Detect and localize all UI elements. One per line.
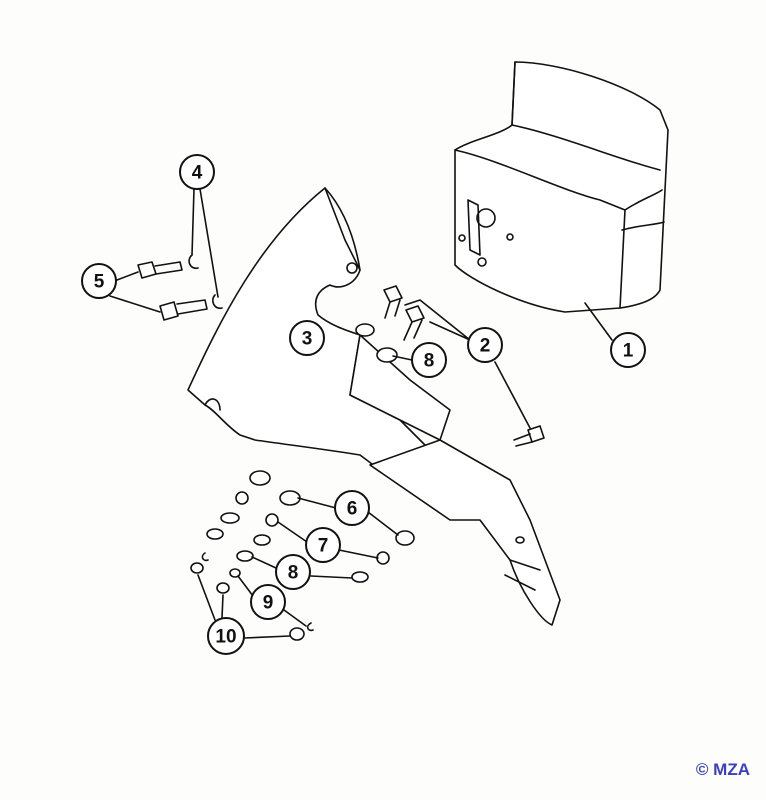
svg-text:9: 9 bbox=[263, 593, 274, 614]
callout-2: 2 bbox=[467, 327, 503, 363]
copyright-notice: © MZA bbox=[695, 760, 750, 779]
callout-5: 5 bbox=[81, 263, 117, 299]
callout-4: 4 bbox=[179, 154, 215, 190]
svg-text:7: 7 bbox=[318, 536, 329, 557]
callout-6: 6 bbox=[334, 490, 370, 526]
callout-8a: 8 bbox=[411, 342, 447, 378]
callout-7: 7 bbox=[305, 527, 341, 563]
svg-text:2: 2 bbox=[480, 336, 491, 357]
callout-10: 10 bbox=[207, 617, 245, 655]
svg-text:3: 3 bbox=[302, 329, 313, 350]
svg-text:8: 8 bbox=[424, 351, 435, 372]
svg-text:6: 6 bbox=[347, 499, 358, 520]
svg-text:10: 10 bbox=[215, 627, 236, 648]
svg-text:1: 1 bbox=[623, 341, 634, 362]
svg-text:8: 8 bbox=[288, 563, 299, 584]
bolt-5b bbox=[159, 299, 208, 321]
callout-8b: 8 bbox=[275, 554, 311, 590]
svg-text:4: 4 bbox=[192, 163, 203, 184]
bolt-2b bbox=[403, 305, 425, 341]
tail-light-housing bbox=[454, 61, 669, 313]
leader-lines bbox=[109, 188, 613, 639]
callout-9: 9 bbox=[250, 584, 286, 620]
callout-3: 3 bbox=[289, 320, 325, 356]
bolt-2c bbox=[513, 425, 545, 447]
bolt-5a bbox=[137, 261, 183, 279]
washers-and-nuts bbox=[188, 254, 415, 641]
svg-text:5: 5 bbox=[94, 272, 105, 293]
bolt-2a bbox=[383, 285, 403, 319]
callout-1: 1 bbox=[610, 332, 646, 368]
